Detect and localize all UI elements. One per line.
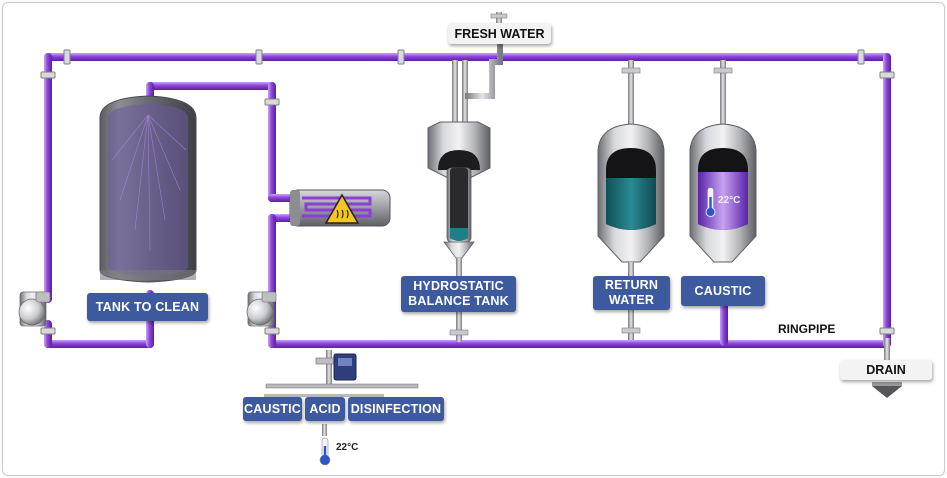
heat-warning-icon xyxy=(324,193,360,224)
caustic-tank xyxy=(689,60,757,263)
thermometer-icon xyxy=(319,437,331,466)
dosing-temperature: 22°C xyxy=(336,442,359,453)
tank-to-clean xyxy=(99,95,197,283)
ringpipe-label: RINGPIPE xyxy=(778,322,836,336)
hydrostatic-label-line1: HYDROSTATIC xyxy=(413,279,504,293)
return-water-label: RETURN WATER xyxy=(593,276,670,310)
pipe-clamps xyxy=(40,49,895,335)
return-label-line2: WATER xyxy=(608,293,655,307)
hydrostatic-balance-tank xyxy=(427,30,503,342)
heat-exchanger xyxy=(289,189,391,227)
fresh-water-inlet xyxy=(490,12,508,32)
tank-to-clean-label: TANK TO CLEAN xyxy=(87,293,208,321)
pump-right-icon xyxy=(246,291,277,327)
thermometer-icon xyxy=(705,187,716,217)
dosing-station xyxy=(264,350,419,466)
fresh-water-label: FRESH WATER xyxy=(448,23,551,44)
dosing-caustic-label: CAUSTIC xyxy=(243,397,302,421)
drain-outlet xyxy=(872,338,902,398)
caustic-tank-label: CAUSTIC xyxy=(681,276,765,306)
caustic-temperature: 22°C xyxy=(718,195,741,206)
return-water-tank xyxy=(597,60,665,340)
return-label-line1: RETURN xyxy=(604,278,659,292)
hydrostatic-label-line2: BALANCE TANK xyxy=(408,294,509,308)
pump-left-icon xyxy=(18,291,51,327)
dosing-acid-label: ACID xyxy=(305,397,345,421)
drain-label: DRAIN xyxy=(840,360,932,380)
hydrostatic-balance-tank-label: HYDROSTATIC BALANCE TANK xyxy=(401,276,516,312)
dosing-disinfection-label: DISINFECTION xyxy=(348,397,444,421)
